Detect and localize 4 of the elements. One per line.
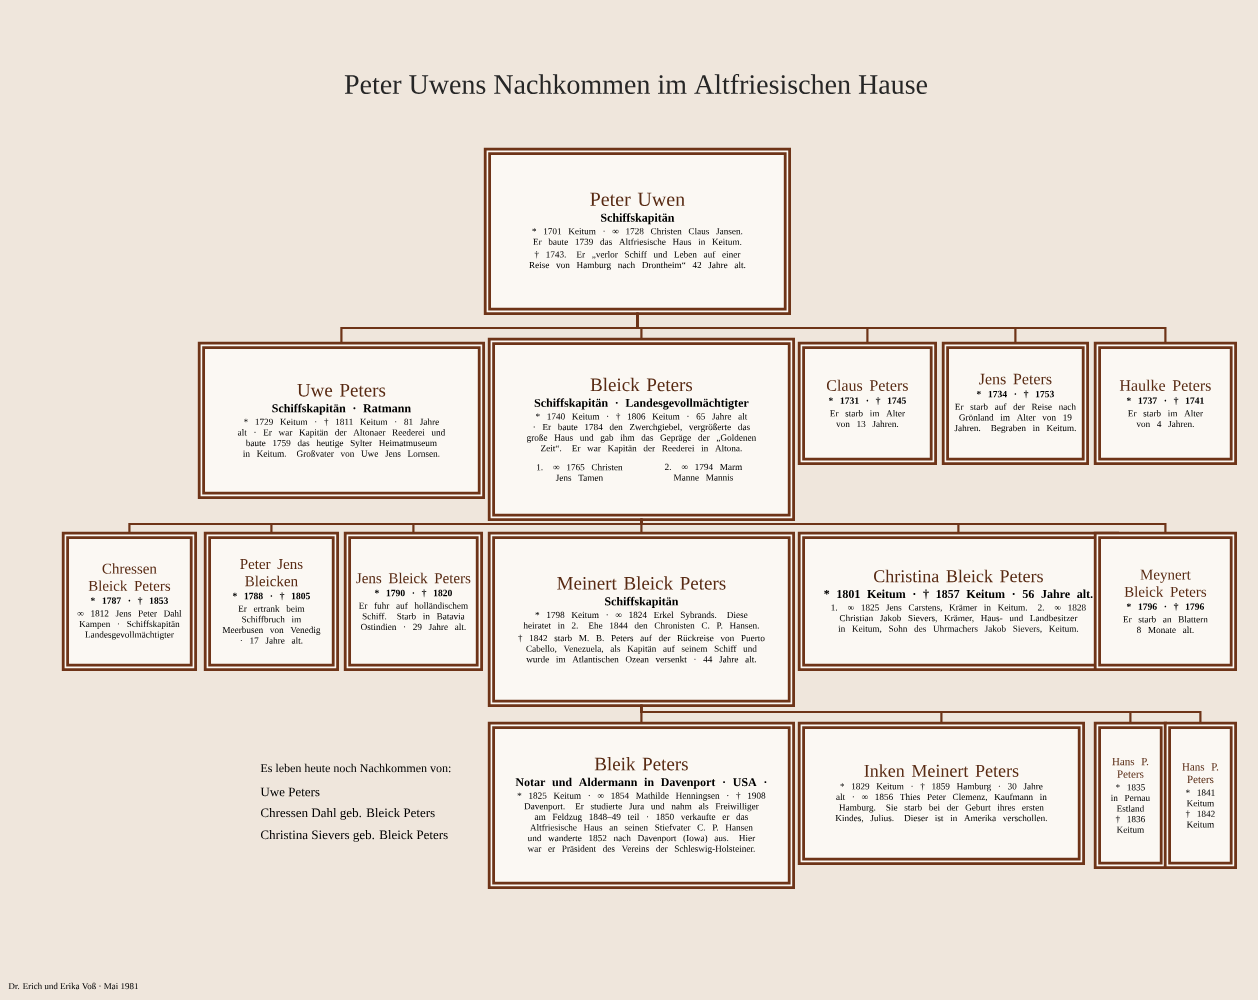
connector-line bbox=[412, 518, 643, 534]
connector-line bbox=[640, 518, 1167, 534]
title: Peter Uwens Nachkommen im Altfriesischen Hause bbox=[344, 74, 928, 94]
connector-line bbox=[636, 312, 1167, 344]
